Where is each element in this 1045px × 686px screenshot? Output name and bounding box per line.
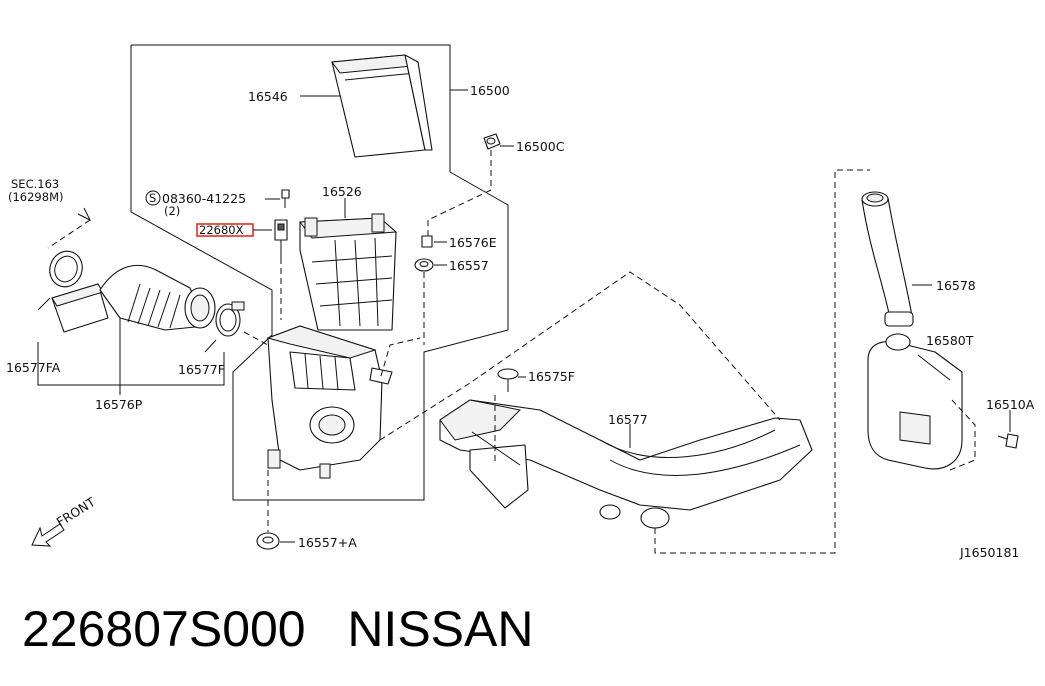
resonator-part <box>867 333 963 470</box>
label-16576E: 16576E <box>449 235 497 250</box>
label-16577FA: 16577FA <box>6 360 61 375</box>
label-16500C: 16500C <box>516 139 565 154</box>
label-16526: 16526 <box>322 184 362 199</box>
air-cleaner-body-part <box>266 325 393 479</box>
section-arrow-icon <box>77 207 92 222</box>
brand-name: NISSAN <box>347 601 534 657</box>
label-22680X: 22680X <box>199 223 244 237</box>
label-16510A: 16510A <box>986 397 1035 412</box>
duct-hose-part <box>51 264 216 333</box>
inlet-clip-part <box>497 368 519 392</box>
resonator-hose-part <box>861 191 914 327</box>
bolt-part <box>281 189 290 208</box>
resonator-bolt-part <box>997 433 1019 449</box>
label-16576P: 16576P <box>95 397 143 412</box>
part-number: 226807S000 <box>22 601 306 657</box>
footer: 226807S000 NISSAN <box>22 596 1022 662</box>
label-16575F: 16575F <box>528 369 575 384</box>
filter-element-part <box>331 54 433 158</box>
sensor-part <box>274 219 288 258</box>
label-front: FRONT <box>54 494 98 530</box>
parts-diagram: 16500 16546 16500C 16526 S 08360-41225 (… <box>6 44 1035 560</box>
label-16500: 16500 <box>470 83 510 98</box>
grommet-a-part <box>256 532 280 550</box>
front-arrow-icon <box>31 523 65 547</box>
screw-symbol-icon: S <box>149 191 156 205</box>
cover-part <box>299 213 398 331</box>
label-sec-163: SEC.163 <box>11 177 59 191</box>
label-16578: 16578 <box>936 278 976 293</box>
clamp-left-part <box>49 250 83 288</box>
label-16557A: 16557+A <box>298 535 357 550</box>
clip-part <box>421 235 433 248</box>
label-16580T: 16580T <box>926 333 974 348</box>
label-16546: 16546 <box>248 89 288 104</box>
diagram-id: J1650181 <box>959 545 1019 560</box>
clamp-right-part <box>215 301 245 337</box>
label-sec-16298M: (16298M) <box>8 190 63 204</box>
label-16577F: 16577F <box>178 362 225 377</box>
assembly-outline <box>130 44 509 501</box>
footer-gap <box>306 601 348 657</box>
grommet-part <box>414 258 434 272</box>
label-bolt-code: 08360-41225 <box>162 191 246 206</box>
label-bolt-qty: (2) <box>164 204 180 218</box>
label-16557: 16557 <box>449 258 489 273</box>
nut-part <box>483 133 501 150</box>
label-16577: 16577 <box>608 412 648 427</box>
inlet-duct-part <box>439 399 813 529</box>
